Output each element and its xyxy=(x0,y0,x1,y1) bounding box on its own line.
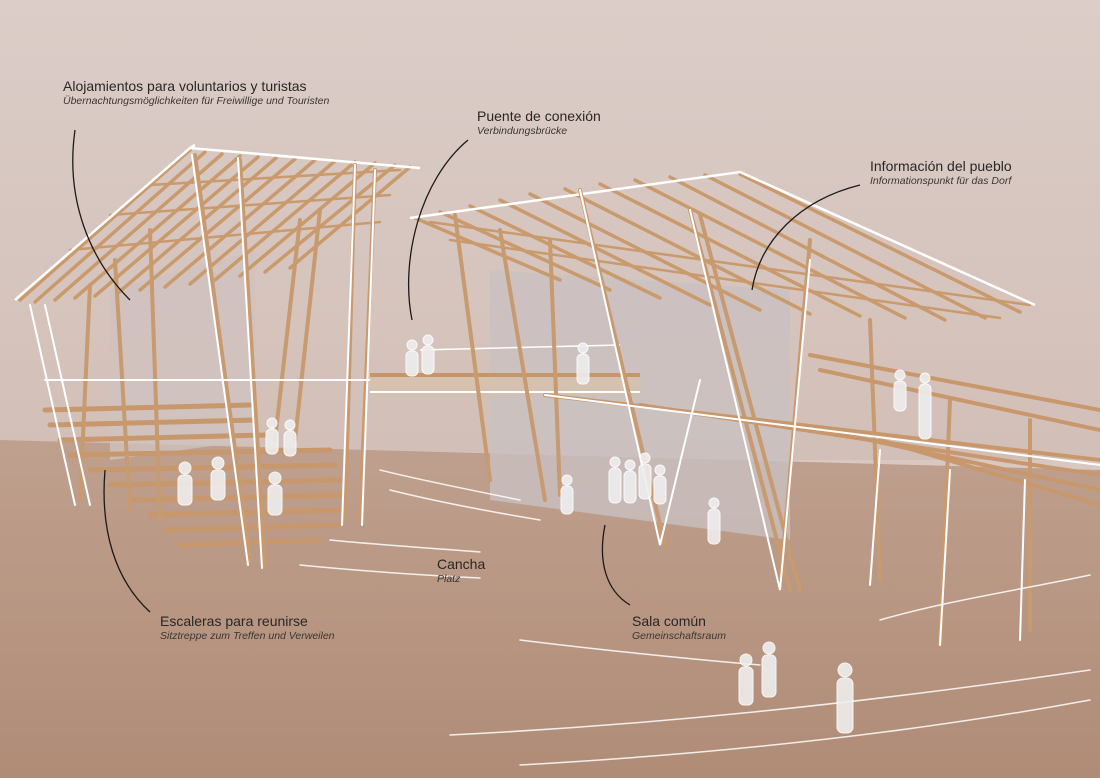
right-roof-chalk xyxy=(409,170,1036,307)
person xyxy=(738,653,754,706)
left-chalk-frame xyxy=(29,154,376,569)
label-es: Alojamientos para voluntarios y turistas xyxy=(63,78,307,94)
person xyxy=(653,464,667,505)
person xyxy=(265,417,279,455)
person xyxy=(210,456,226,501)
leader-escaleras xyxy=(103,469,151,613)
label-de: Informationspunkt für das Dorf xyxy=(870,175,1012,187)
person xyxy=(421,334,435,375)
right-chalk-frame xyxy=(544,189,1100,646)
person xyxy=(638,452,652,500)
label-es: Puente de conexión xyxy=(477,108,601,124)
left-roof-chalk xyxy=(14,143,421,301)
leader-puente xyxy=(407,139,469,321)
person xyxy=(405,339,419,377)
leader-sala xyxy=(601,524,631,606)
label-es: Sala común xyxy=(632,613,706,629)
label-escaleras: Escaleras para reunirse Sitztreppe zum T… xyxy=(160,613,335,643)
label-sala: Sala común Gemeinschaftsraum xyxy=(632,613,726,643)
leader-informacion xyxy=(751,184,861,291)
person xyxy=(177,461,193,506)
leader-lines xyxy=(72,129,861,613)
label-es: Escaleras para reunirse xyxy=(160,613,308,629)
person xyxy=(623,459,637,504)
label-de: Sitztreppe zum Treffen und Verweilen xyxy=(160,630,335,642)
left-roof xyxy=(18,148,412,304)
leader-alojamientos xyxy=(72,129,131,301)
label-cancha: Cancha Platz xyxy=(437,556,485,586)
people xyxy=(177,334,932,734)
person xyxy=(576,342,590,385)
person xyxy=(836,662,854,734)
label-informacion: Información del pueblo Informationspunkt… xyxy=(870,158,1012,188)
person xyxy=(560,474,574,515)
label-de: Übernachtungsmöglichkeiten für Freiwilli… xyxy=(63,95,330,107)
person xyxy=(918,372,932,440)
person xyxy=(283,419,297,457)
person xyxy=(707,497,721,545)
label-es: Cancha xyxy=(437,556,486,572)
right-roof xyxy=(413,172,1032,322)
person xyxy=(761,641,777,698)
label-de: Gemeinschaftsraum xyxy=(632,630,726,642)
label-es: Información del pueblo xyxy=(870,158,1012,174)
label-de: Platz xyxy=(437,573,461,585)
person xyxy=(608,456,622,504)
label-de: Verbindungsbrücke xyxy=(477,125,568,137)
person xyxy=(893,369,907,412)
ground-sketch-lines xyxy=(299,469,1091,766)
label-alojamientos: Alojamientos para voluntarios y turistas… xyxy=(63,78,329,108)
label-puente: Puente de conexión Verbindungsbrücke xyxy=(477,108,601,138)
person xyxy=(267,471,283,516)
